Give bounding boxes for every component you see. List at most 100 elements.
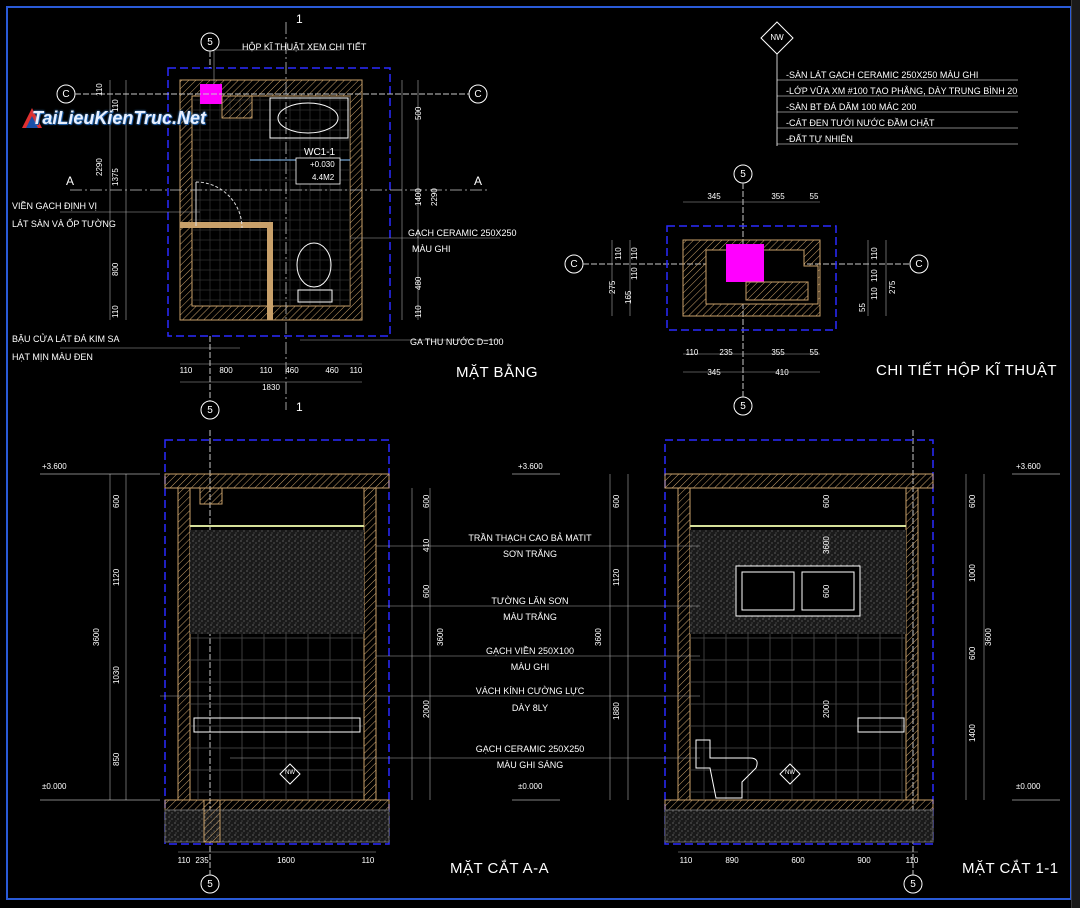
technical-box-detail [611,201,887,373]
dim-text: 3600 [594,628,603,646]
title-section-a-a: MẶT CẮT A-A [450,860,550,877]
dim-text: 460 [325,366,339,375]
room-level: +0.030 [310,160,335,169]
section-note-glass-a: VÁCH KÍNH CƯỜNG LỰC [475,686,585,696]
dim-text: 1375 [111,168,120,186]
dim-text: 600 [791,856,805,865]
level-bottom: ±0.000 [1016,782,1041,791]
dim-text: 55 [858,303,867,312]
level-top: +3.600 [42,462,67,471]
section-note-wall-b: MÀU TRẮNG [503,612,557,622]
dim-text: 110 [361,856,375,865]
section-a-a [40,439,431,853]
dim-text: 600 [612,494,621,508]
note-edge-tile-2: LÁT SÀN VÀ ỐP TƯỜNG [12,219,116,229]
level-bottom: ±0.000 [42,782,67,791]
grid-label-c: C [474,89,482,100]
section-note-border-tile-b: MÀU GHI [510,662,550,672]
dim-text: 2290 [430,188,439,206]
dim-text: 600 [422,494,431,508]
dim-text: 110 [614,247,623,260]
dim-text: 600 [822,584,831,598]
grid-label-c: C [62,89,70,100]
grid-label-5: 5 [740,401,746,412]
dim-text: 345 [707,368,721,377]
nw-label: NW [285,770,295,776]
dim-text: 3600 [984,628,993,646]
dim-text: 110 [349,366,363,375]
dim-text: 410 [775,368,789,377]
dim-text: 110 [870,287,879,300]
dim-text: 600 [968,494,977,508]
dim-text: 110 [630,267,639,280]
dim-text: 2290 [95,158,104,176]
dim-text: 110 [905,856,919,865]
dim-text: 3600 [436,628,445,646]
grid-label-5: 5 [207,405,213,416]
cut-marker-1: 1 [296,400,303,414]
floor-plan [60,22,500,410]
dim-text: 800 [111,262,120,276]
note-threshold-2: HẠT MỊN MÀU ĐEN [12,352,93,362]
dim-text: 890 [725,856,739,865]
grid-label-5: 5 [207,37,213,48]
dim-text: 600 [968,646,977,660]
dim-text: 110 [111,305,120,318]
dim-text: 1030 [112,666,121,684]
grid-label-5: 5 [910,879,916,890]
cut-marker-1: 1 [296,12,303,26]
watermark-logo-icon [22,108,42,128]
dim-text: 275 [888,280,897,294]
dim-text: 355 [771,348,785,357]
dim-text: 275 [608,280,617,294]
room-name: WC1-1 [304,147,336,158]
dim-text: 235 [195,856,209,865]
title-block-edge [1071,0,1080,908]
section-note-ceiling-b: SƠN TRẮNG [502,549,558,559]
note-ceramic-1: GẠCH CERAMIC 250X250 [408,228,517,238]
nw-markers [279,763,801,785]
dim-text: 600 [422,584,431,598]
section-note-wall-a: TƯỜNG LĂN SƠN [491,596,569,606]
dim-text: 55 [809,348,819,357]
dim-text: 900 [857,856,871,865]
title-section-1-1: MẶT CẮT 1-1 [962,860,1059,877]
dim-text: 2000 [822,700,831,718]
dim-text: 110 [414,305,423,318]
floor-layer-2: -LỚP VỮA XM #100 TẠO PHẲNG, DÀY TRUNG BÌ… [786,86,1018,96]
note-threshold-1: BẬU CỬA LÁT ĐÁ KIM SA [12,334,120,344]
dim-text: 110 [111,99,120,112]
floor-layer-3: -SÀN BT ĐÁ DĂM 100 MÁC 200 [786,102,917,112]
dim-text: 110 [679,856,693,865]
section-note-tile-b: MÀU GHI SÁNG [496,760,564,770]
cut-marker-a: A [66,174,75,188]
note-technical-box: HỘP KĨ THUẬT XEM CHI TIẾT [242,42,367,52]
grid-label-5: 5 [740,169,746,180]
room-area: 4.4M2 [312,173,335,182]
dim-text: 850 [112,752,121,766]
dim-text: 1830 [262,383,280,392]
dim-text: 600 [822,494,831,508]
dim-text: 345 [707,192,721,201]
dim-text: 3600 [92,628,101,646]
section-note-ceiling-a: TRẦN THẠCH CAO BẢ MATIT [468,533,592,543]
dim-text: 110 [870,269,879,282]
dim-text: 410 [422,538,431,552]
dim-text: 1120 [112,568,121,586]
floor-layer-5: -ĐẤT TỰ NHIÊN [786,134,853,144]
note-ceramic-2: MÀU GHI [412,244,451,254]
grid-label-c: C [570,259,578,270]
dim-text: 1400 [414,188,423,206]
level-top: +3.600 [1016,462,1041,471]
section-note-glass-b: DÀY 8LY [511,703,549,713]
dim-text: 165 [624,290,633,304]
dim-text: 800 [219,366,233,375]
nw-label: NW [785,770,795,776]
section-note-border-tile-a: GẠCH VIỀN 250X100 [485,646,575,656]
level-bottom: ±0.000 [518,782,543,791]
title-technical-box-detail: CHI TIẾT HỘP KĨ THUẬT [876,362,1058,379]
dim-text: 55 [809,192,819,201]
section-note-tile-a: GẠCH CERAMIC 250X250 [475,744,585,754]
dim-text: 235 [719,348,733,357]
